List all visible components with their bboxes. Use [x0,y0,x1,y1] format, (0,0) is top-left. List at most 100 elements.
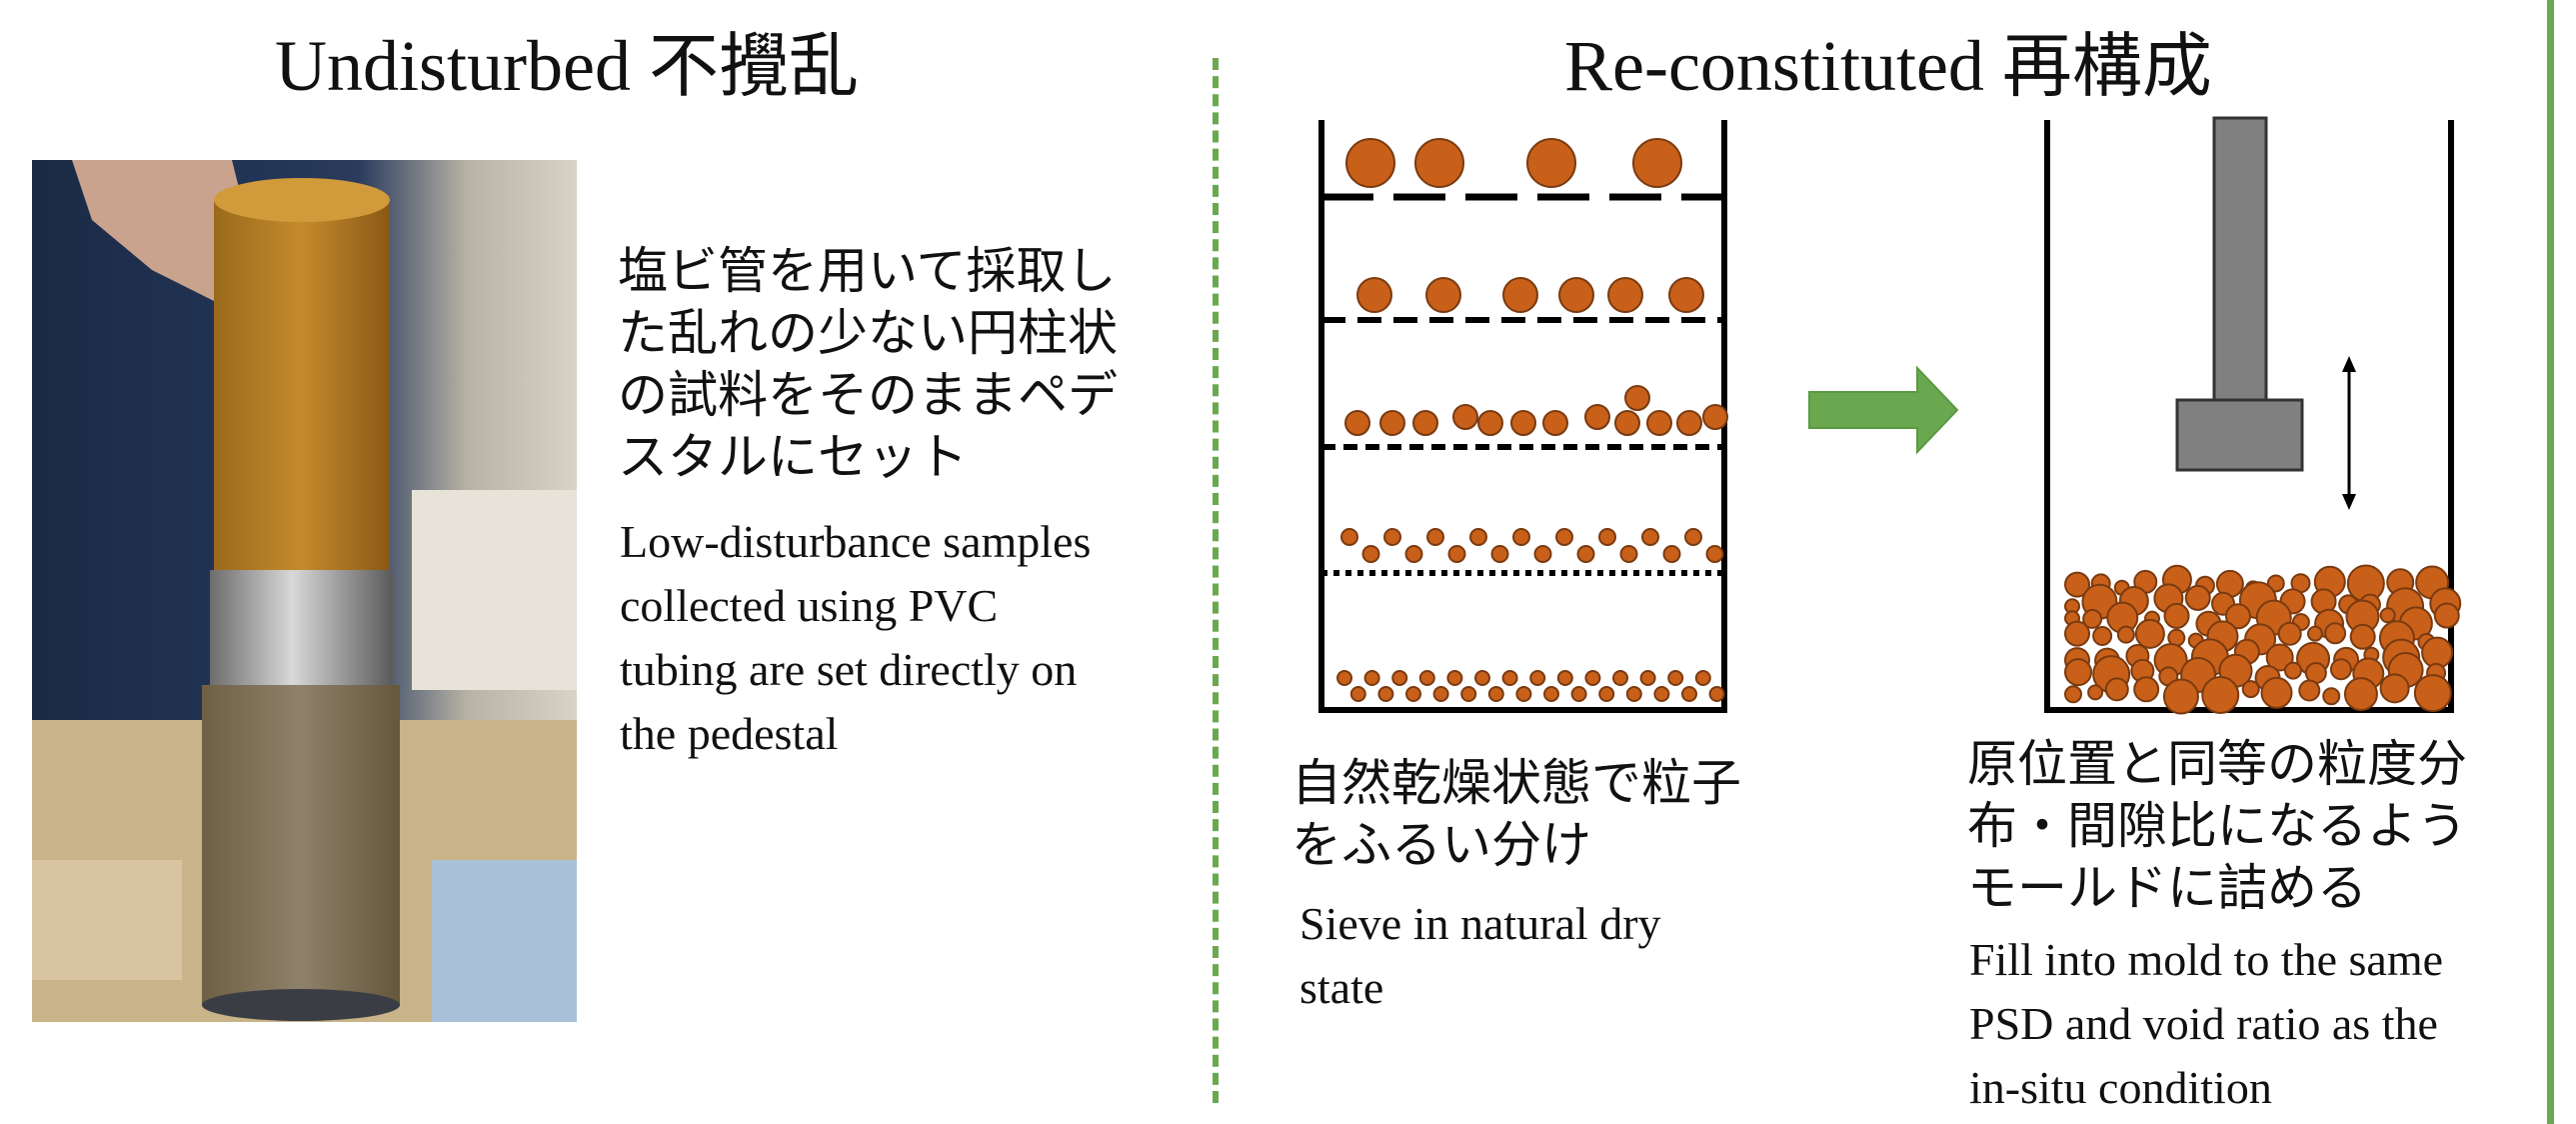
particle-clay [1391,670,1408,686]
mold-particle [2322,687,2341,706]
mold-particle [2201,676,2240,715]
sieve-en-line-1: Sieve in natural dry [1299,898,1661,949]
particle-clay [1460,686,1477,702]
mold-particle [2162,678,2199,715]
particle-clay [1543,686,1559,702]
particle-clay [1474,670,1490,686]
right-edge-border [2547,0,2554,1124]
particle-fine [1702,404,1728,430]
particle-clay [1446,670,1463,686]
particle-medium [1558,277,1594,313]
particle-silt [1383,528,1401,546]
sample-photo-drawing [32,160,577,1022]
undisturbed-title-en: Undisturbed [275,26,631,106]
particle-silt [1533,545,1552,563]
mold-particle [2241,680,2260,699]
particle-clay [1653,686,1670,702]
mold-particle [2306,625,2323,642]
particle-silt [1340,528,1358,546]
sieve-stack [1318,120,1728,713]
mold-particle [2064,685,2082,704]
particle-clay [1405,686,1421,702]
particle-silt [1426,528,1444,546]
double-arrow-vertical-icon [2342,356,2356,510]
particle-clay [1501,670,1518,686]
particle-clay [1515,686,1532,702]
mold-description-en: Fill into mold to the same PSD and void … [1969,928,2443,1120]
particle-fine [1614,410,1640,436]
particle-coarse [1414,138,1464,188]
particle-fine [1676,410,1702,436]
particle-clay [1363,670,1380,686]
particle-medium [1502,277,1538,313]
undisturbed-en-line-2: collected using PVC [620,580,999,631]
mold-particle [2433,602,2460,629]
mold-particle [2163,602,2190,629]
particle-silt [1705,545,1724,563]
particle-clay [1377,686,1394,702]
particle-fine [1584,404,1610,430]
undisturbed-jp-line-2: た乱れの少ない円柱状 [618,304,1118,362]
particle-fine [1379,410,1405,436]
particle-silt [1598,528,1616,546]
sieve-jp-line-2: をふるい分け [1291,816,1591,874]
particle-clay [1667,670,1684,686]
undisturbed-en-line-3: tubing are set directly on [620,644,1078,695]
particle-silt [1641,528,1659,546]
mold-particle [2082,608,2103,629]
mold-particle [2298,679,2321,702]
particle-clay [1487,686,1504,702]
particle-clay [1681,686,1697,702]
particle-medium [1425,277,1461,313]
mold [2044,116,2462,715]
particle-silt [1404,545,1423,563]
mold-particle [2329,658,2352,681]
mold-particle [2265,643,2294,672]
mold-en-line-3: in-situ condition [1969,1062,2272,1113]
reconstituted-title-jp: 再構成 [2001,25,2212,107]
particle-clay [1708,686,1725,702]
particle-clay [1612,670,1628,686]
particle-clay [1598,686,1615,702]
particle-clay [1418,670,1435,686]
sieve-description-en: Sieve in natural dry state [1299,892,1661,1020]
reconstituted-title: Re-constituted 再構成 [1564,10,2212,111]
mold-particle [2343,677,2378,712]
undisturbed-description-en: Low-disturbance samples collected using … [620,510,1091,766]
particle-clay [1529,670,1546,686]
particle-fine [1344,410,1370,436]
undisturbed-title-jp: 不攪乱 [648,25,859,107]
undisturbed-jp-line-1: 塩ビ管を用いて採取し [618,242,1117,300]
mold-particle [2277,621,2302,646]
particle-fine [1452,404,1478,430]
undisturbed-en-line-4: the pedestal [620,708,839,759]
undisturbed-en-line-1: Low-disturbance samples [620,516,1092,567]
mold-particle [2413,674,2452,713]
particle-silt [1619,545,1638,563]
particle-silt [1662,545,1681,563]
particle-clay [1432,686,1449,702]
mold-en-line-2: PSD and void ratio as the [1969,998,2438,1049]
particle-clay [1639,670,1656,686]
undisturbed-jp-line-4: スタルにセット [618,428,968,486]
mold-particles [2064,564,2462,715]
mold-particle [2116,625,2135,644]
particle-clay [1625,686,1642,702]
right-arrow-icon [1808,365,1959,455]
undisturbed-title: Undisturbed 不攪乱 [275,10,859,111]
mold-description-jp: 原位置と同等の粒度分 布・間隙比になるよう モールドに詰める [1967,733,2467,919]
particle-fine [1646,410,1672,436]
particle-silt [1512,528,1530,546]
mold-particle [2260,676,2293,709]
sieve-en-line-2: state [1299,962,1384,1013]
particle-fine [1624,385,1650,411]
particle-clay [1349,686,1366,702]
particle-silt [1555,528,1573,546]
particle-coarse [1632,138,1682,188]
particle-clay [1556,670,1573,686]
mold-particle [2133,676,2160,703]
mold-jp-line-3: モールドに詰める [1967,859,2367,917]
mold-en-line-1: Fill into mold to the same [1969,934,2444,985]
mold-particle [2104,677,2129,702]
